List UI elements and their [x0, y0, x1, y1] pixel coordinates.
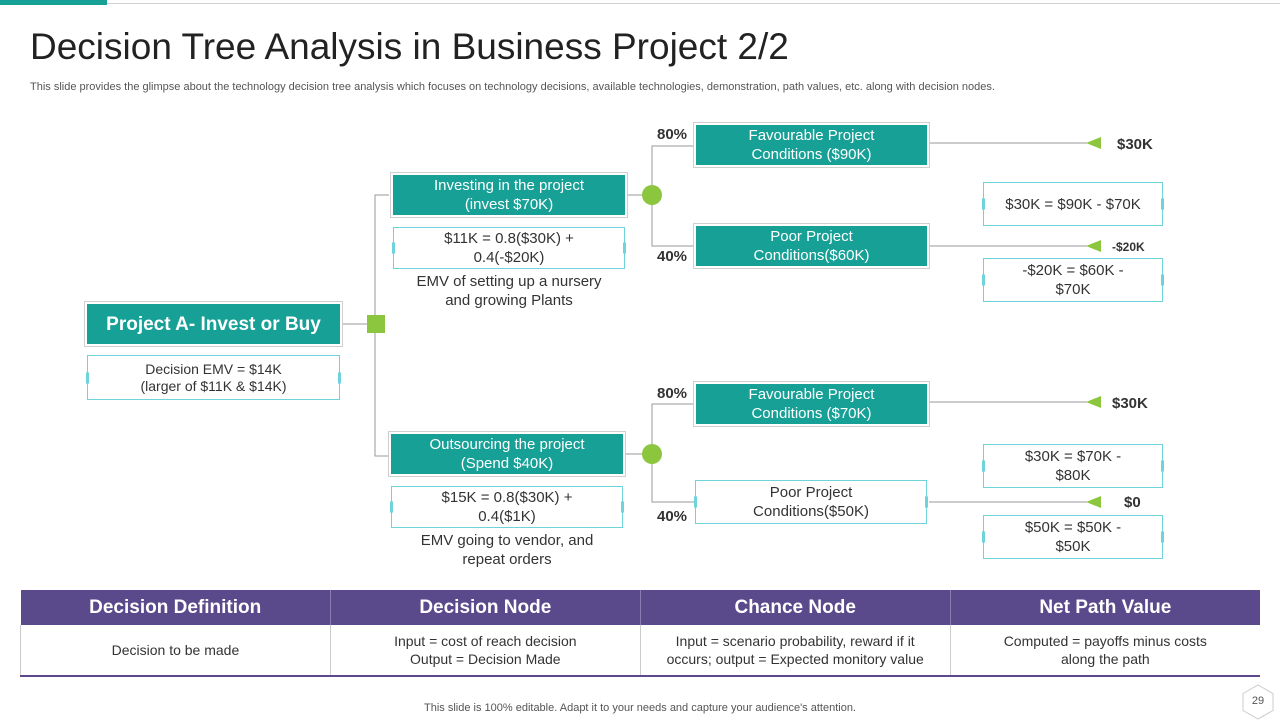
table-cell-line: Input = cost of reach decision [394, 633, 577, 649]
invest-poor-calc: -$20K = $60K - $70K [982, 258, 1164, 302]
table-cell: Computed = payoffs minus costs along the… [950, 625, 1260, 677]
root-emv-line1: Decision EMV = $14K [145, 360, 282, 377]
outsource-fav-node: Favourable Project Conditions ($70K) [696, 384, 927, 424]
outsource-poor-value: $0 [1124, 494, 1141, 511]
table-row: Decision to be made Input = cost of reac… [20, 625, 1260, 677]
invest-poor-calc-line1: -$20K = $60K - [1022, 262, 1124, 279]
payoff-triangle-4 [1086, 496, 1101, 508]
table-header: Decision Node [330, 590, 641, 625]
outsource-poor-calc-line2: $50K [1055, 538, 1091, 555]
invest-calc-line1: $11K = 0.8($30K) + [444, 230, 574, 247]
outsource-poor-pct: 40% [657, 508, 688, 525]
outsource-fav-line1: Favourable Project [748, 386, 875, 403]
page-number-badge: 29 [1240, 684, 1276, 720]
invest-poor-pct: 40% [657, 248, 688, 265]
invest-poor-node: Poor Project Conditions($60K) [696, 226, 927, 266]
invest-label-line2: (invest $70K) [464, 196, 554, 213]
outsource-calc-line2: 0.4($1K) [478, 508, 536, 525]
decision-node-square [367, 315, 385, 333]
page-subtitle: This slide provides the glimpse about th… [30, 81, 995, 93]
outsource-poor-line1: Poor Project [769, 484, 853, 501]
outsource-fav-calc: $30K = $70K - $80K [982, 444, 1164, 488]
outsource-fav-value: $30K [1112, 395, 1148, 412]
root-emv-line2: (larger of $11K & $14K) [140, 377, 287, 394]
invest-label-line1: Investing in the project [433, 177, 585, 194]
table-header: Chance Node [640, 590, 951, 625]
invest-fav-line2: Conditions ($90K) [751, 146, 872, 163]
outsource-calc-line1: $15K = 0.8($30K) + [441, 489, 573, 506]
invest-fav-value: $30K [1117, 136, 1153, 153]
chance-node-invest [642, 185, 662, 205]
outsource-fav-calc-line2: $80K [1055, 467, 1091, 484]
invest-poor-value: -$20K [1112, 240, 1145, 254]
page-number: 29 [1251, 695, 1265, 707]
table-header: Net Path Value [950, 590, 1260, 625]
definition-table: Decision Definition Decision Node Chance… [20, 590, 1260, 677]
invest-calc-box: $11K = 0.8($30K) + 0.4(-$20K) [392, 227, 626, 269]
invest-calc-line2: 0.4(-$20K) [473, 249, 545, 266]
chance-node-outsource [642, 444, 662, 464]
table-header-row: Decision Definition Decision Node Chance… [20, 590, 1260, 625]
top-divider [107, 3, 1280, 4]
payoff-triangle-1 [1086, 137, 1101, 149]
root-emv-box: Decision EMV = $14K (larger of $11K & $1… [86, 355, 341, 400]
outsource-fav-calc-line1: $30K = $70K - [1024, 448, 1122, 465]
outsource-poor-node: Poor Project Conditions($50K) [694, 480, 928, 524]
outsource-fav-pct: 80% [657, 385, 688, 402]
outsource-note-line2: repeat orders [462, 551, 552, 568]
table-cell-line: Output = Decision Made [410, 651, 561, 667]
table-cell-line: Decision to be made [111, 642, 240, 658]
root-node: Project A- Invest or Buy [87, 304, 340, 344]
hexagon-icon [1242, 684, 1274, 720]
table-cell: Input = scenario probability, reward if … [640, 625, 951, 677]
table-cell: Decision to be made [20, 625, 331, 677]
outsource-label-line1: Outsourcing the project [429, 436, 585, 453]
outsource-fav-line2: Conditions ($70K) [751, 405, 872, 422]
invest-note-line2: and growing Plants [445, 292, 573, 309]
outsource-node: Outsourcing the project (Spend $40K) [391, 434, 623, 474]
table-cell-line: along the path [1060, 651, 1150, 667]
page-title: Decision Tree Analysis in Business Proje… [30, 26, 789, 67]
invest-poor-calc-line2: $70K [1055, 281, 1091, 298]
invest-fav-line1: Favourable Project [748, 127, 875, 144]
invest-note: EMV of setting up a nursery and growing … [393, 272, 625, 310]
payoff-triangle-3 [1086, 396, 1101, 408]
outsource-label-line2: (Spend $40K) [460, 455, 554, 472]
payoff-triangle-2 [1086, 240, 1101, 252]
invest-poor-line2: Conditions($60K) [753, 247, 870, 264]
top-accent-bar [0, 0, 107, 5]
invest-fav-calc-line1: $30K = $90K - $70K [1005, 195, 1141, 213]
outsource-poor-calc-line1: $50K = $50K - [1024, 519, 1122, 536]
footer-note: This slide is 100% editable. Adapt it to… [424, 702, 856, 714]
table-cell-line: occurs; output = Expected monitory value [666, 651, 924, 667]
table-cell-line: Computed = payoffs minus costs [1003, 633, 1207, 649]
invest-node: Investing in the project (invest $70K) [393, 175, 625, 215]
outsource-calc-box: $15K = 0.8($30K) + 0.4($1K) [390, 486, 624, 528]
invest-fav-node: Favourable Project Conditions ($90K) [696, 125, 927, 165]
invest-fav-pct: 80% [657, 126, 688, 143]
table-cell-line: Input = scenario probability, reward if … [675, 633, 915, 649]
outsource-poor-calc: $50K = $50K - $50K [982, 515, 1164, 559]
invest-note-line1: EMV of setting up a nursery [416, 273, 602, 290]
outsource-note: EMV going to vendor, and repeat orders [391, 531, 623, 569]
table-header: Decision Definition [20, 590, 331, 625]
root-node-label: Project A- Invest or Buy [106, 313, 321, 335]
invest-poor-line1: Poor Project [770, 228, 853, 245]
outsource-note-line1: EMV going to vendor, and [420, 532, 594, 549]
table-cell: Input = cost of reach decision Output = … [330, 625, 641, 677]
outsource-poor-line2: Conditions($50K) [753, 503, 869, 520]
invest-fav-calc: $30K = $90K - $70K [982, 182, 1164, 226]
